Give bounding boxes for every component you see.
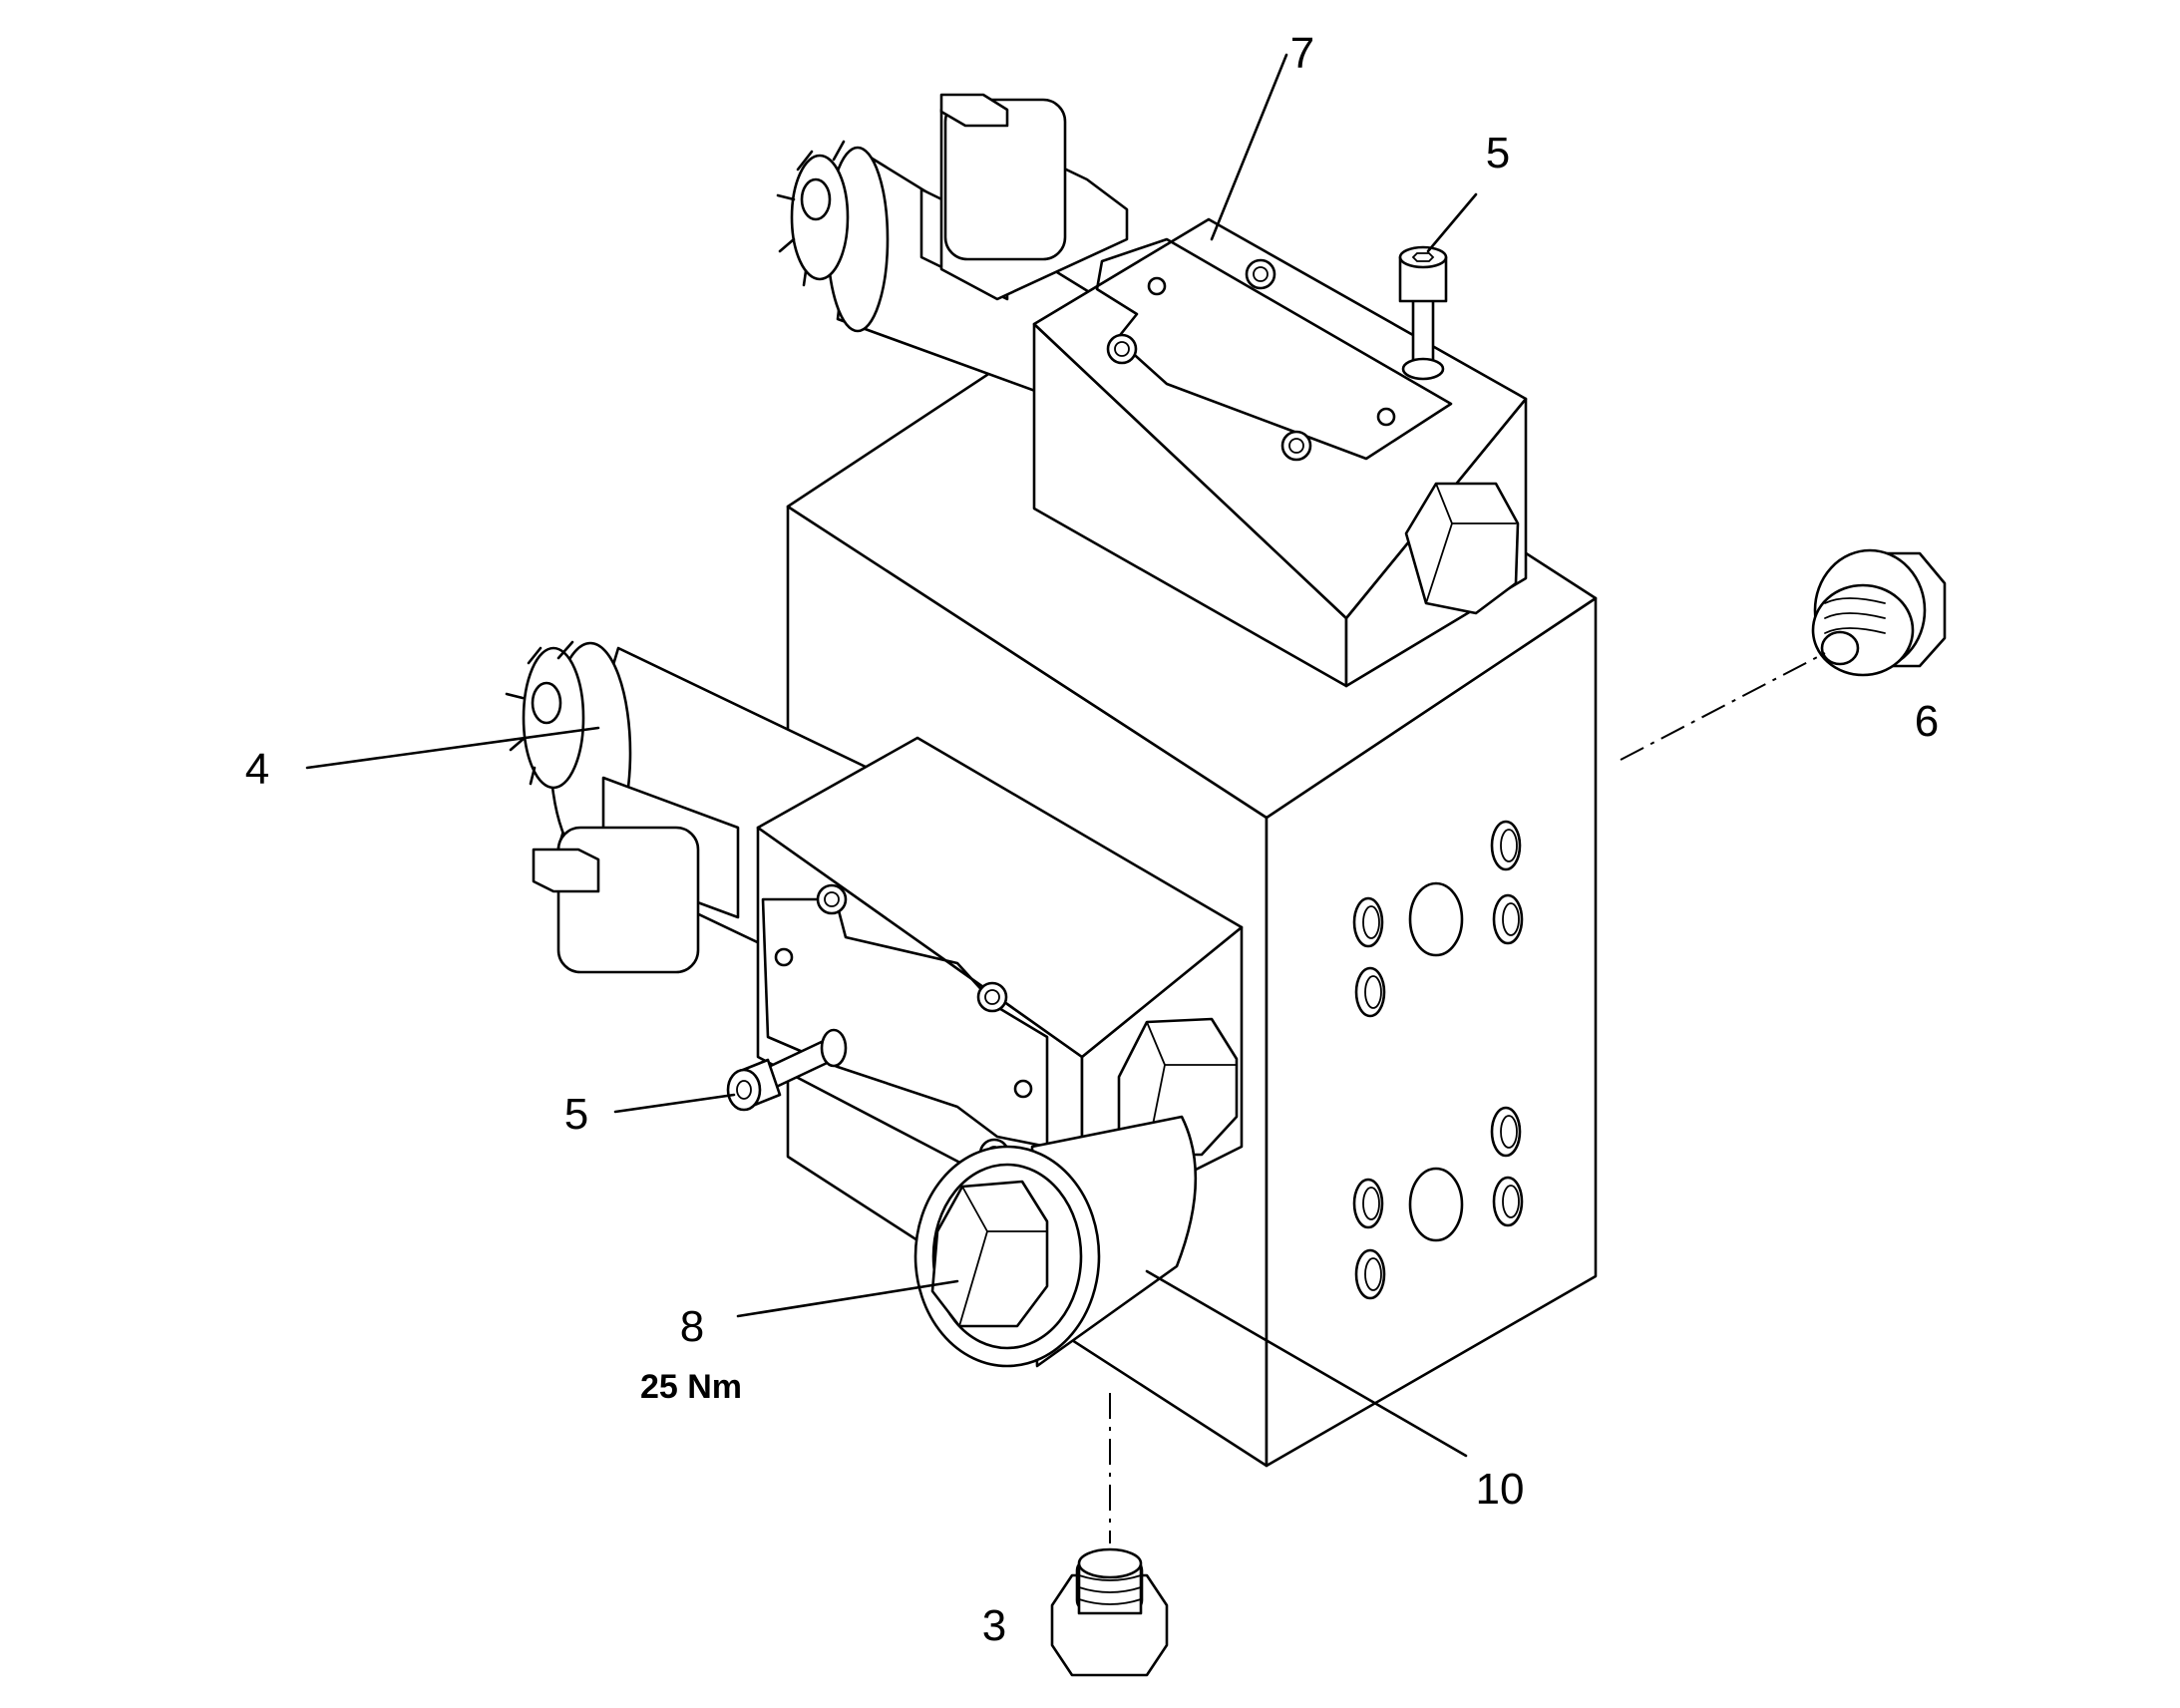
callout-6: 6 [1915, 697, 1939, 746]
upper-solenoid-valve [776, 93, 1528, 688]
callout-4: 4 [245, 745, 269, 794]
callout-10: 10 [1476, 1465, 1525, 1514]
check-valve-cartridge [913, 1115, 1198, 1368]
manifold-ports-lower [1352, 1106, 1524, 1300]
callout-8: 8 [680, 1302, 704, 1351]
cap-screw-top [1398, 245, 1448, 381]
callout-5-top: 5 [1486, 129, 1510, 177]
plug-item-3 [1050, 1547, 1169, 1677]
callout-3: 3 [982, 1601, 1006, 1650]
lower-solenoid-valve [505, 640, 1244, 1228]
leader-lines [305, 53, 1478, 1458]
centerline-item-6 [1620, 652, 1826, 761]
callout-7: 7 [1290, 29, 1314, 78]
torque-label-item-8: 25 Nm [640, 1368, 742, 1406]
manifold-ports-upper [1352, 820, 1524, 1018]
cap-screw-left [726, 1028, 848, 1112]
plug-item-6 [1811, 548, 1947, 677]
callout-5-left: 5 [564, 1090, 588, 1139]
